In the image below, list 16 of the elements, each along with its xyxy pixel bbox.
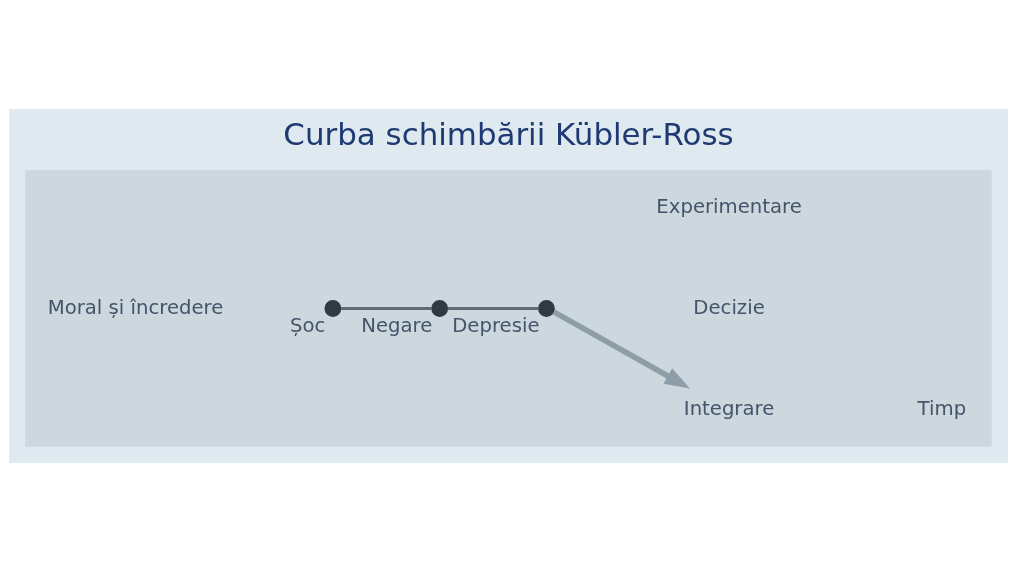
label: Decizie — [693, 295, 765, 319]
arrow — [552, 308, 690, 388]
node-label: Șoc — [289, 313, 326, 337]
node-text: Integrare — [683, 396, 775, 420]
cluster — [25, 169, 992, 447]
connector — [341, 306, 432, 310]
label: Moral și încredere — [47, 295, 224, 319]
node-circle — [538, 299, 555, 317]
node-label: Negare — [361, 313, 433, 337]
connector — [447, 306, 539, 310]
node-label: Depresie — [452, 313, 540, 337]
node-circle — [431, 299, 449, 317]
node-circle — [324, 299, 342, 317]
label: Experimentare — [656, 194, 802, 218]
diagram-title: Curba schimbării Kübler-Ross — [283, 115, 734, 152]
label: Timp — [917, 396, 967, 420]
